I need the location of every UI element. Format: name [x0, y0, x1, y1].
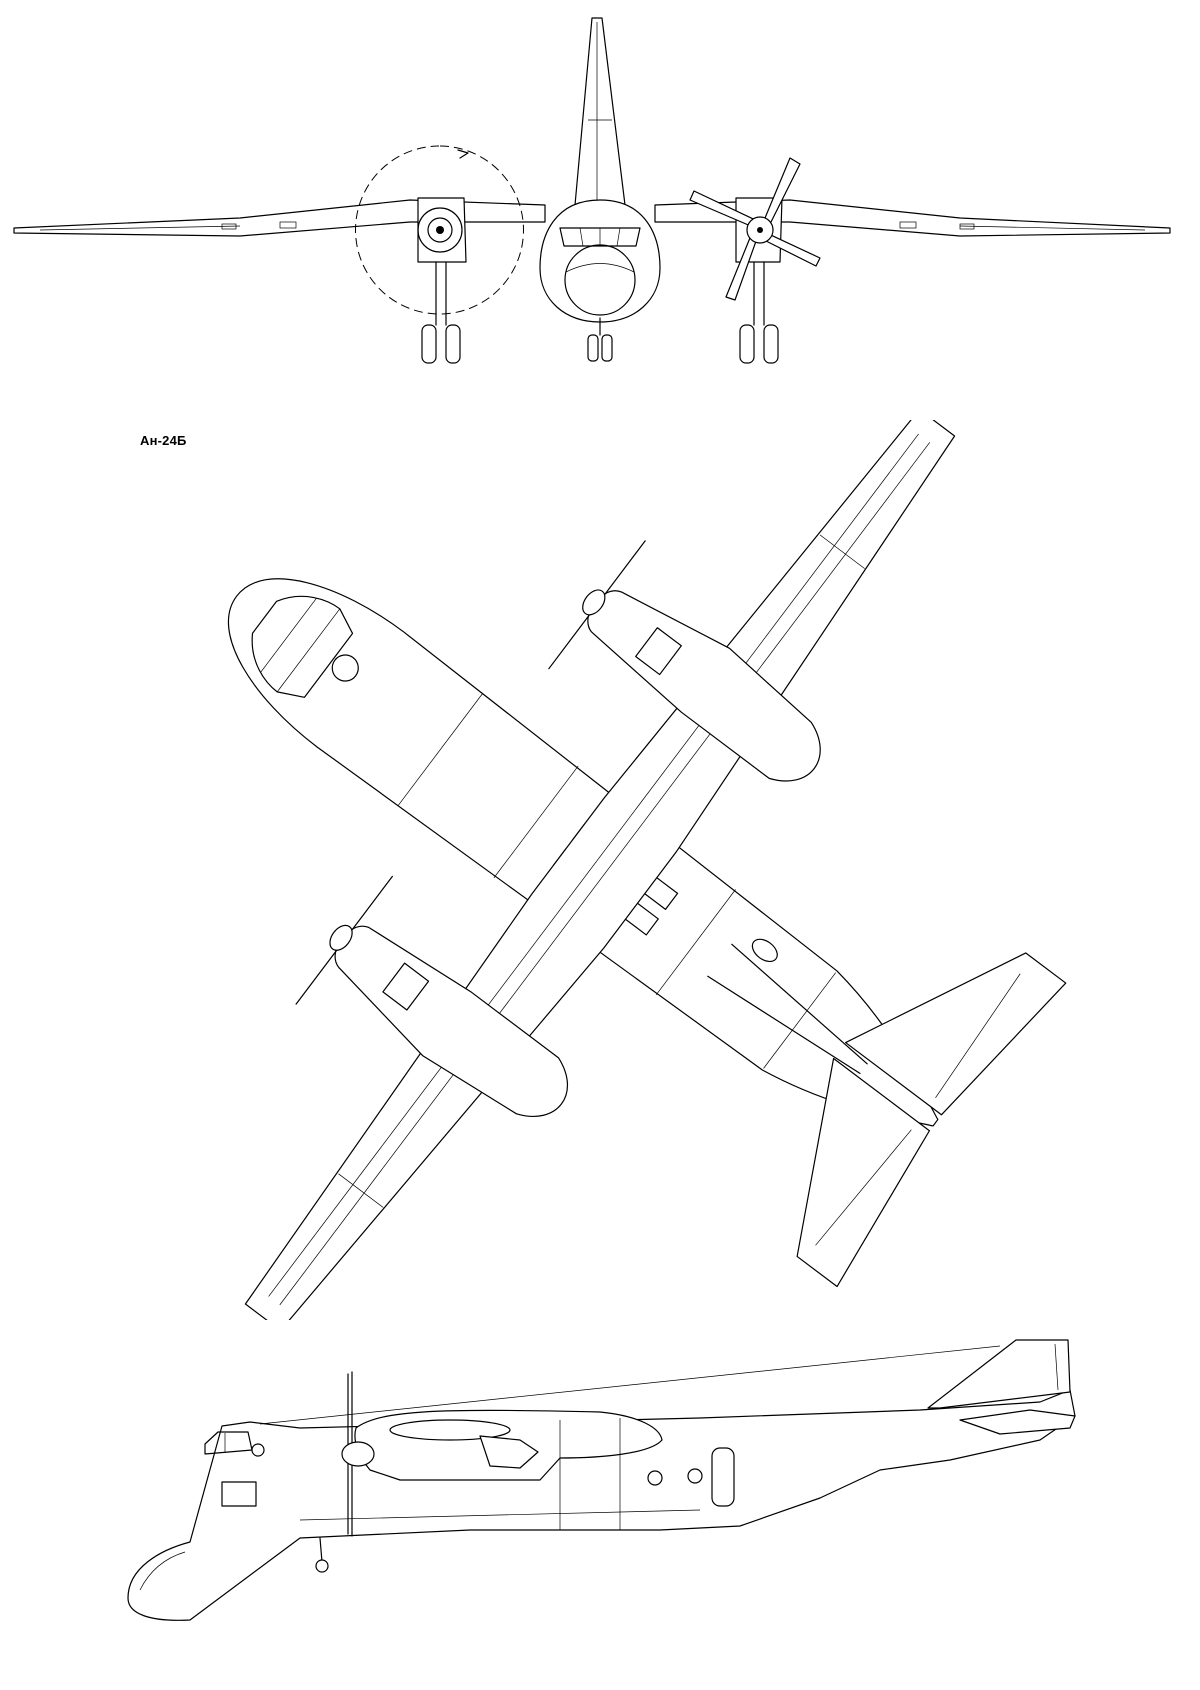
rear-door — [711, 1447, 735, 1507]
right-tailplane — [796, 1057, 931, 1288]
aircraft-model-label: Ан-24Б — [140, 433, 187, 448]
vertical-fin — [574, 17, 626, 206]
right-propeller — [689, 157, 821, 301]
radome — [564, 244, 636, 316]
forward-door — [221, 1481, 257, 1507]
right-gear-wheel — [739, 324, 755, 364]
side-view — [0, 1330, 1200, 1690]
top-view — [0, 420, 1200, 1320]
front-view-drawing — [13, 17, 1171, 364]
left-gear-wheel — [421, 324, 437, 364]
cockpit-windows — [204, 1431, 253, 1455]
right-wing — [654, 199, 1171, 237]
exhaust-pipe — [479, 1435, 539, 1469]
nose-wheel-side — [315, 1559, 329, 1573]
vertical-fin-side — [927, 1339, 1071, 1409]
side-view-drawing — [127, 1339, 1076, 1621]
front-view — [0, 0, 1200, 380]
fuselage-section — [539, 199, 661, 323]
aerial-wire — [259, 1345, 1001, 1425]
nose-gear-wheel — [587, 334, 599, 362]
cockpit-glazing — [251, 595, 354, 698]
top-view-drawing — [227, 420, 1067, 1320]
wing-top — [244, 420, 956, 1320]
left-tailplane — [845, 952, 1067, 1116]
tailplane-side — [959, 1409, 1076, 1435]
left-wing — [13, 199, 546, 237]
